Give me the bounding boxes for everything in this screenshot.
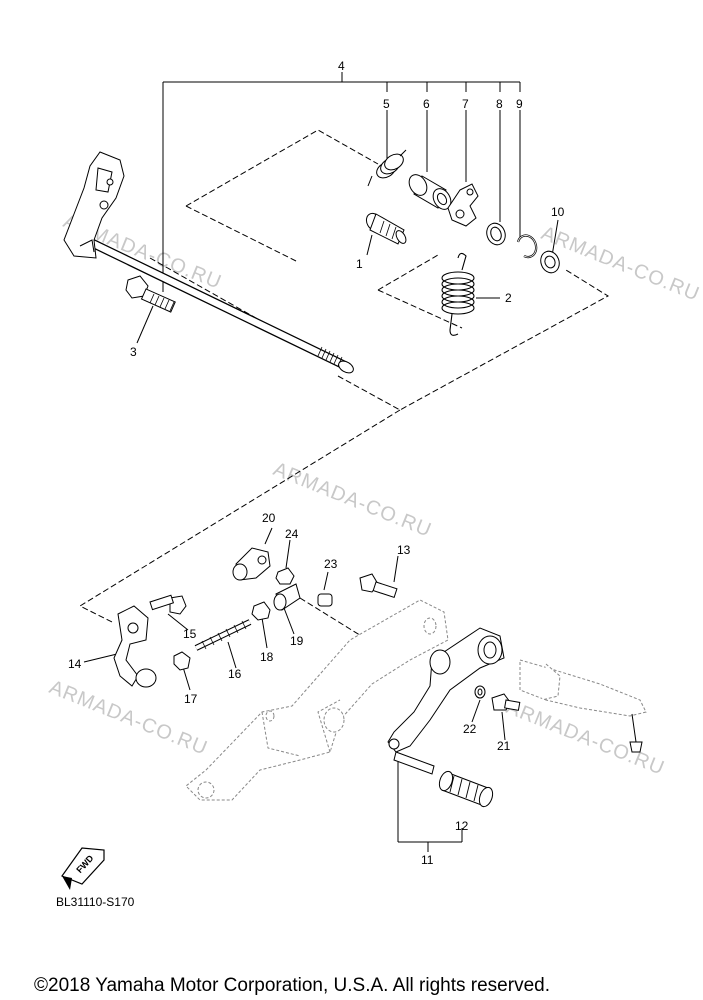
callout-3: 3: [130, 345, 137, 359]
assembly-lines: [78, 129, 609, 661]
callout-6: 6: [423, 97, 430, 111]
callout-23: 23: [324, 557, 338, 571]
part-15-bolt: [149, 594, 187, 615]
part-19-bushing: [273, 583, 301, 611]
part-20-rod-end: [232, 547, 271, 581]
part-7-roller-arm: [447, 183, 479, 227]
part-8-washer: [486, 222, 506, 246]
callout-7: 7: [462, 97, 469, 111]
part-12-pedal-rubber: [438, 770, 494, 808]
diagram-code: BL31110-S170: [56, 895, 135, 909]
callout-15: 15: [183, 627, 197, 641]
callout-20: 20: [262, 511, 276, 525]
callout-18: 18: [260, 650, 274, 664]
shift-shaft-assembly: [63, 151, 354, 374]
part-24-nut: [275, 567, 295, 585]
part-21-bolt: [491, 693, 521, 711]
callout-9: 9: [516, 97, 523, 111]
part-3-bolt: [125, 275, 176, 313]
part-11-shift-pedal: [387, 627, 505, 775]
part-5-torsion-spring: [367, 149, 407, 187]
watermark: ARMADA-CO.RU: [46, 676, 211, 760]
part-1-collar: [365, 212, 407, 245]
part-17-nut: [173, 651, 191, 671]
callout-16: 16: [228, 667, 242, 681]
part-2-spring: [441, 252, 475, 336]
callout-2: 2: [505, 291, 512, 305]
callout-12: 12: [455, 819, 469, 833]
callout-17: 17: [184, 692, 198, 706]
part-18-nut: [251, 601, 271, 621]
part-23-collar: [317, 593, 333, 607]
part-16-shift-rod: [194, 619, 252, 651]
callout-24: 24: [285, 527, 299, 541]
callout-4: 4: [338, 59, 345, 73]
callout-13: 13: [397, 543, 411, 557]
callout-11: 11: [421, 853, 434, 867]
part-22-washer: [474, 685, 486, 699]
part-13-bolt: [359, 573, 398, 598]
callout-5: 5: [383, 97, 390, 111]
callout-19: 19: [290, 634, 304, 648]
part-10-washer: [540, 250, 560, 274]
callout-10: 10: [551, 205, 565, 219]
callout-numbers: 4 5 6 7 8 9 10 1 2 3 20 24 13 23 15 19 1…: [68, 59, 565, 867]
copyright-text: ©2018 Yamaha Motor Corporation, U.S.A. A…: [34, 975, 550, 996]
callout-21: 21: [497, 739, 511, 753]
frame-ghost: [185, 599, 647, 801]
part-14-shift-rod-end: [113, 605, 157, 688]
callout-14: 14: [68, 657, 82, 671]
leader-lines: [83, 72, 559, 852]
callout-1: 1: [356, 257, 363, 271]
callout-8: 8: [496, 97, 503, 111]
fwd-arrow-icon: FWD: [61, 847, 105, 890]
callout-22: 22: [463, 722, 477, 736]
part-9-circlip: [516, 234, 538, 259]
part-6-sleeve: [408, 174, 452, 210]
watermark: ARMADA-CO.RU: [538, 222, 703, 306]
